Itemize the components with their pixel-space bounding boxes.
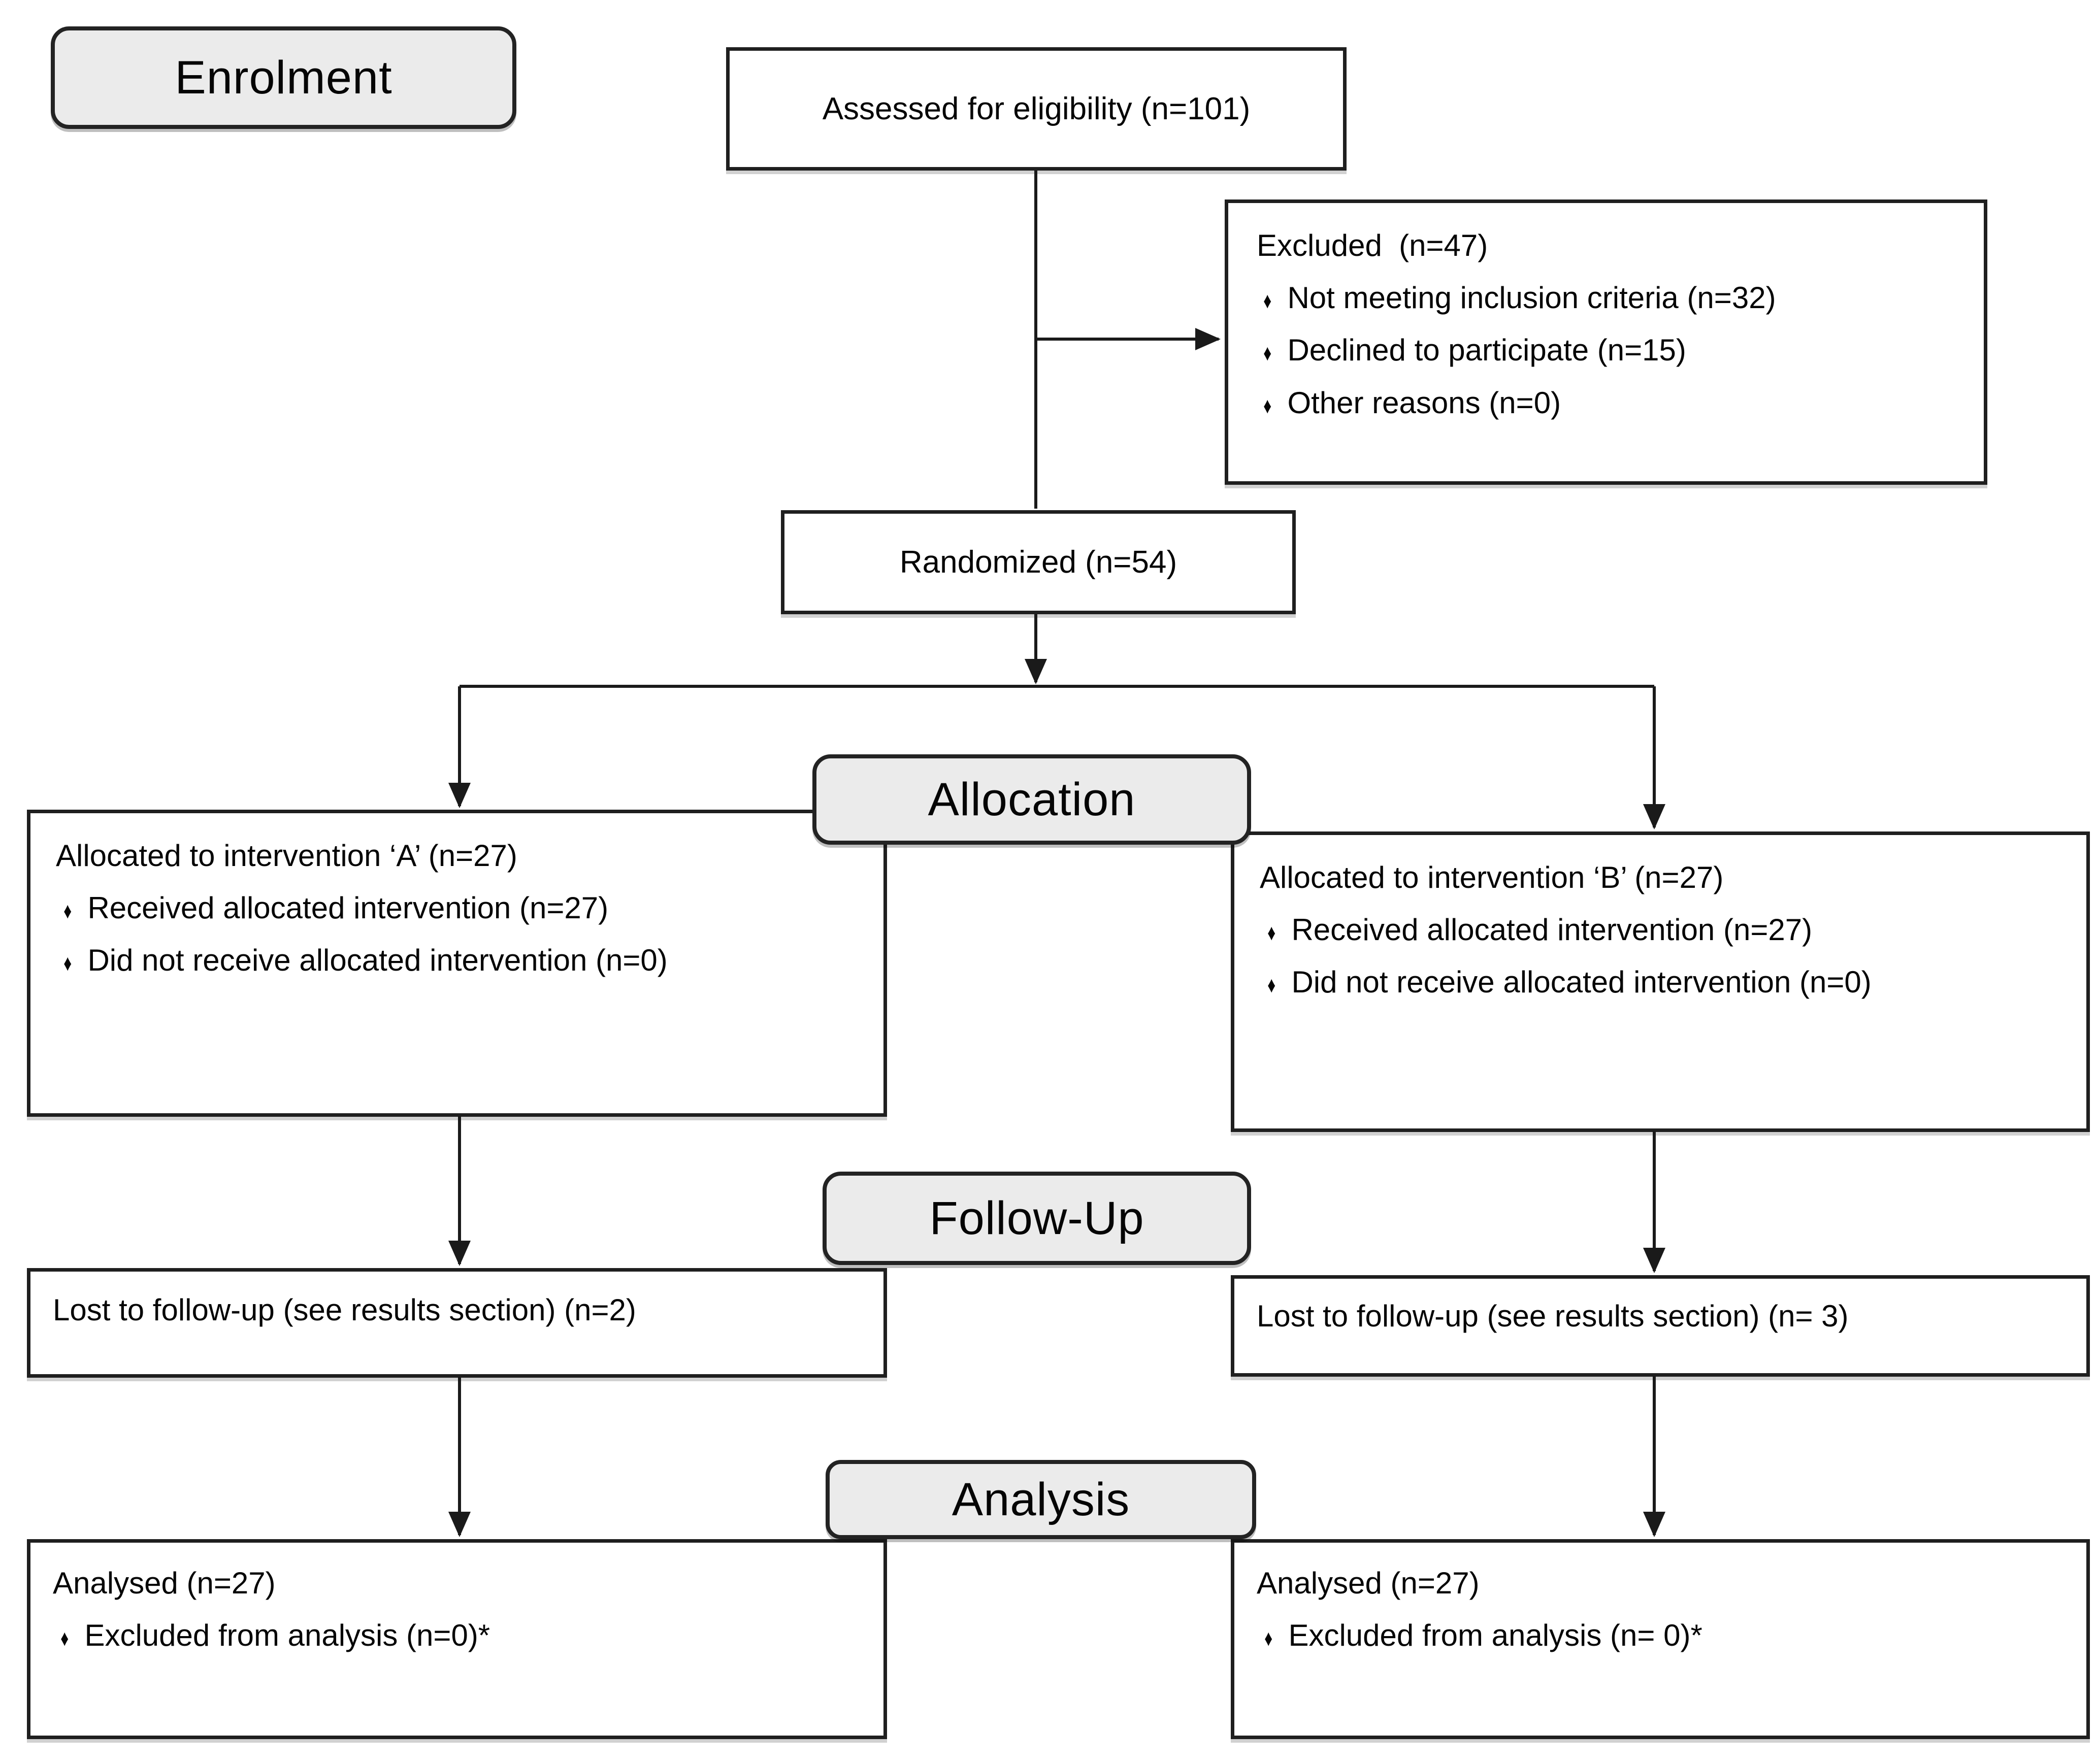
randomized-text: Randomized (n=54) <box>899 545 1177 580</box>
stage-label-enrolment: Enrolment <box>51 26 516 129</box>
excluded-items: ♦ Not meeting inclusion criteria (n=32) ♦ D… <box>1262 278 1984 423</box>
diamond-bullet-icon: ♦ <box>1267 920 1276 946</box>
bullet-item-text: Excluded from analysis (n= 0)* <box>1288 1618 1702 1653</box>
diamond-bullet-icon: ♦ <box>1263 288 1272 314</box>
allocation-a-items: ♦Received allocated intervention (n=27)♦… <box>62 888 883 980</box>
analysis-a-box: Analysed (n=27) ♦ Excluded from analysis … <box>27 1539 887 1739</box>
stage-label-allocation-text: Allocation <box>928 773 1136 825</box>
bullet-item-text: Other reasons (n=0) <box>1287 385 1561 420</box>
analysis-a-items: ♦ Excluded from analysis (n=0)* <box>59 1615 883 1655</box>
bullet-item: ♦ Did not receive allocated intervention … <box>62 940 883 980</box>
allocation-a-title: Allocated to intervention ‘A’ (n=27) <box>56 839 517 873</box>
followup-b-title: Lost to follow-up (see results section) … <box>1257 1299 1849 1333</box>
bullet-item: ♦ Excluded from analysis (n= 0)* <box>1263 1615 2086 1655</box>
bullet-item: ♦ Received allocated intervention (n=27) <box>1266 910 2086 950</box>
diamond-bullet-icon: ♦ <box>63 898 72 924</box>
excluded-box: Excluded (n=47) ♦ Not meeting inclusion c… <box>1225 199 1987 485</box>
bullet-item-text: Excluded from analysis (n=0)* <box>84 1618 490 1653</box>
stage-label-analysis-text: Analysis <box>952 1473 1130 1525</box>
diamond-bullet-icon: ♦ <box>1264 1626 1273 1651</box>
bullet-item: ♦ Excluded from analysis (n=0)* <box>59 1615 883 1655</box>
followup-b-box: Lost to follow-up (see results section) … <box>1231 1275 2090 1377</box>
stage-label-analysis: Analysis <box>826 1460 1256 1539</box>
stage-label-allocation: Allocation <box>812 754 1251 845</box>
assessed-text: Assessed for eligibility (n=101) <box>822 91 1251 126</box>
analysis-b-items: ♦ Excluded from analysis (n= 0)* <box>1263 1615 2086 1655</box>
bullet-item-text: Did not receive allocated intervention (… <box>1291 965 1872 1000</box>
stage-label-followup-text: Follow-Up <box>929 1192 1144 1244</box>
bullet-item-text: Not meeting inclusion criteria (n=32) <box>1287 281 1776 315</box>
bullet-item-text: Received allocated intervention (n=27) <box>1291 913 1813 947</box>
diamond-bullet-icon: ♦ <box>1263 341 1272 366</box>
bullet-item-text: Declined to participate (n=15) <box>1287 333 1686 368</box>
diamond-bullet-icon: ♦ <box>63 951 72 976</box>
excluded-title: Excluded (n=47) <box>1257 228 1488 262</box>
bullet-item: ♦ Other reasons (n=0) <box>1262 383 1984 423</box>
bullet-item-text: Received allocated intervention (n=27) <box>87 891 609 925</box>
diamond-bullet-icon: ♦ <box>1263 393 1272 418</box>
analysis-b-box: Analysed (n=27) ♦ Excluded from analysis … <box>1231 1539 2090 1739</box>
diamond-bullet-icon: ♦ <box>60 1626 69 1651</box>
allocation-a-box: Allocated to intervention ‘A’ (n=27) ♦ Re… <box>27 810 887 1117</box>
analysis-a-title: Analysed (n=27) <box>53 1566 276 1600</box>
allocation-b-box: Allocated to intervention ‘B’ (n=27) ♦ Re… <box>1231 831 2090 1132</box>
stage-label-followup: Follow-Up <box>823 1172 1251 1265</box>
bullet-item: ♦ Did not receive allocated intervention … <box>1266 962 2086 1002</box>
bullet-item-text: Did not receive allocated intervention (… <box>87 943 668 978</box>
diamond-bullet-icon: ♦ <box>1267 973 1276 998</box>
allocation-b-items: ♦Received allocated intervention (n=27)♦… <box>1266 910 2086 1002</box>
allocation-b-title: Allocated to intervention ‘B’ (n=27) <box>1260 860 1724 894</box>
bullet-item: ♦ Received allocated intervention (n=27) <box>62 888 883 928</box>
stage-label-enrolment-text: Enrolment <box>175 51 392 104</box>
analysis-b-title: Analysed (n=27) <box>1257 1566 1480 1600</box>
bullet-item: ♦ Declined to participate (n=15) <box>1262 330 1984 370</box>
bullet-item: ♦ Not meeting inclusion criteria (n=32) <box>1262 278 1984 318</box>
followup-a-box: Lost to follow-up (see results section) … <box>27 1268 887 1378</box>
followup-a-title: Lost to follow-up (see results section) … <box>53 1293 636 1327</box>
assessed-box: Assessed for eligibility (n=101) <box>726 47 1347 171</box>
randomized-box: Randomized (n=54) <box>781 510 1296 614</box>
